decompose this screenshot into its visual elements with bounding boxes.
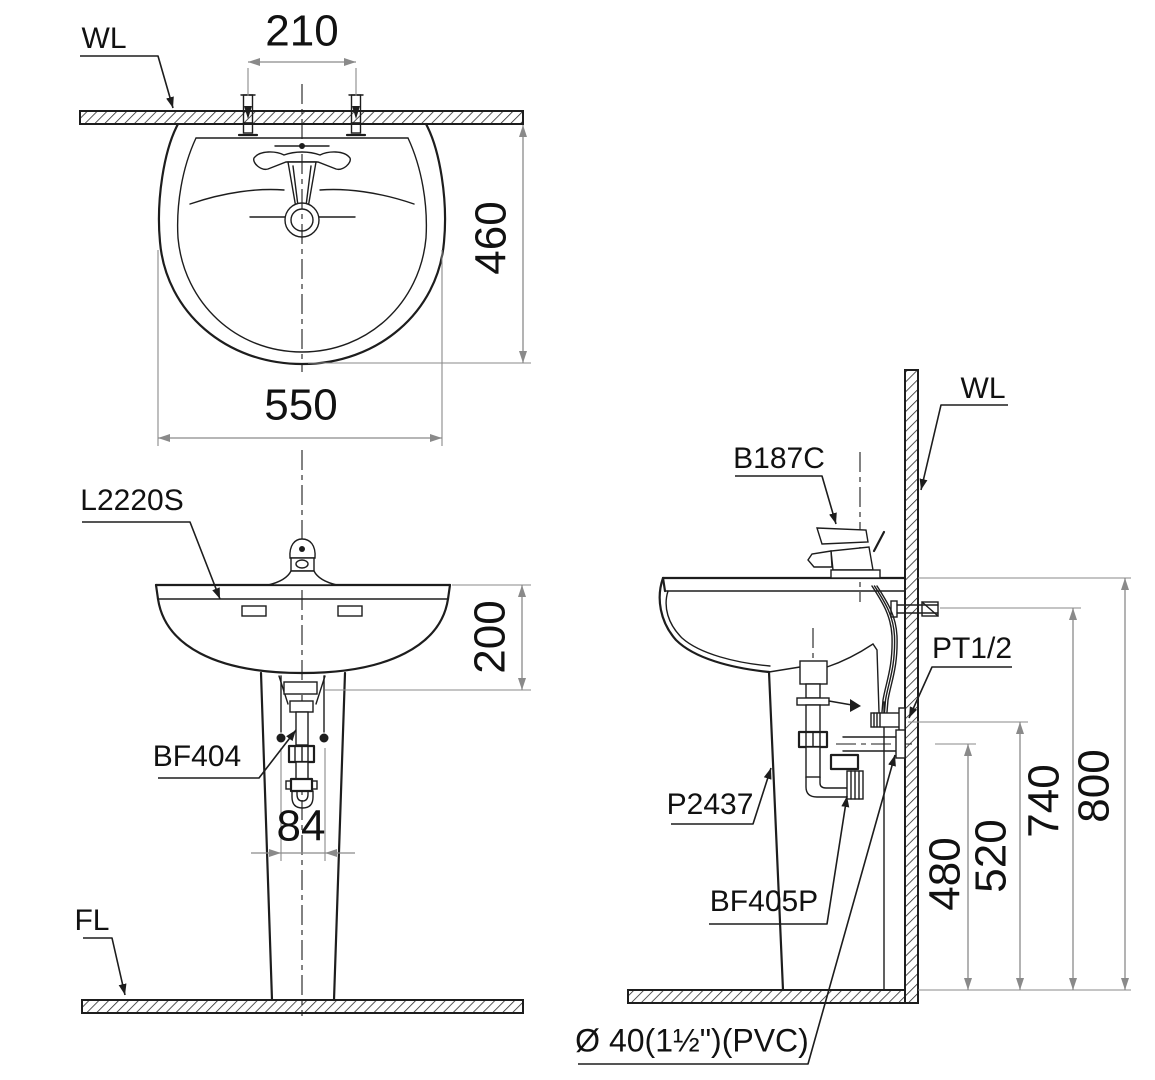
drain-model-label: BF404: [153, 729, 297, 779]
dim-basin-depth: 460: [308, 125, 531, 364]
supply-spec-label: PT1/2: [908, 632, 1012, 719]
wall-line-label-plan: WL: [80, 22, 174, 109]
drain-pipe-spec-text: Ø 40(1½")(PVC): [575, 1022, 809, 1058]
faucet-side: [807, 452, 886, 602]
pedestal-model-label: P2437: [667, 767, 772, 825]
dim-text-800: 800: [1070, 749, 1119, 822]
pedestal-side: [767, 670, 885, 992]
supply-spec-text: PT1/2: [932, 632, 1012, 665]
drain-pipe-spec-label: Ø 40(1½")(PVC): [575, 754, 896, 1065]
dim-side-heights: 480 520 740 800: [908, 577, 1131, 991]
dim-text-210: 210: [265, 7, 338, 56]
faucet-model-text: B187C: [733, 442, 825, 475]
dim-trap-offset: 84: [251, 748, 355, 861]
dim-text-480: 480: [921, 837, 970, 910]
faucet-front: [267, 538, 338, 586]
front-view: 200 84 L2220S BF404 FL: [74, 450, 531, 1016]
basin-model-text: L2220S: [80, 484, 183, 517]
wall-line-text: WL: [82, 22, 127, 55]
supply-hose: [871, 585, 898, 713]
floor-section-front: [81, 999, 524, 1014]
pedestal-model-text: P2437: [667, 788, 754, 821]
overflow-slot-right: [337, 605, 363, 617]
dim-basin-rim-height: 200: [325, 584, 531, 691]
drain-assembly-front: [276, 675, 329, 809]
plan-view: 210 460 550 WL: [79, 7, 531, 446]
floor-section-side: [627, 989, 906, 1004]
drain-model-text: BF404: [153, 740, 241, 773]
overflow-slot-left: [241, 605, 267, 617]
floor-line-label: FL: [74, 904, 127, 996]
trap-assembly-side: [796, 628, 912, 800]
dim-text-460: 460: [467, 201, 516, 274]
dim-text-520: 520: [967, 819, 1016, 892]
wall-line-side-text: WL: [961, 372, 1006, 405]
faucet-model-label: B187C: [733, 442, 837, 525]
wall-line-label-side: WL: [919, 372, 1008, 491]
dim-text-200: 200: [466, 600, 515, 673]
dim-text-740: 740: [1020, 764, 1069, 837]
trap-model-text: BF405P: [710, 885, 818, 918]
dim-text-550: 550: [264, 381, 337, 430]
dim-basin-width: 550: [157, 250, 443, 446]
floor-line-text: FL: [74, 904, 109, 937]
dim-text-84: 84: [277, 802, 326, 851]
wall-section-side: [904, 369, 919, 1004]
dim-faucet-spacing: 210: [247, 7, 357, 96]
trap-model-label: BF405P: [709, 795, 850, 925]
basin-model-label: L2220S: [80, 484, 221, 600]
side-view: 480 520 740 800 WL B187C PT1/2 P2437 BF4…: [575, 369, 1131, 1065]
